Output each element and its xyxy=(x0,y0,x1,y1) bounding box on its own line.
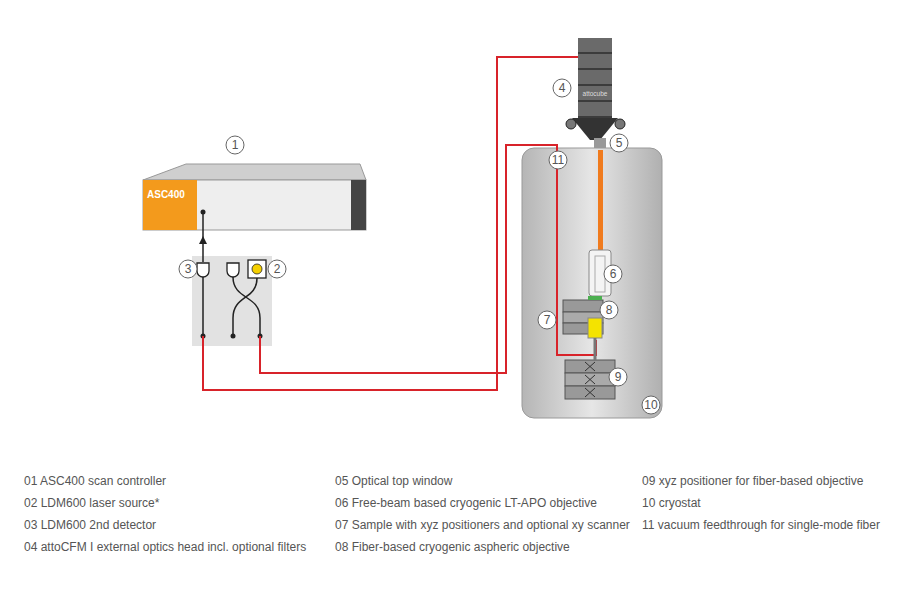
callout-circle xyxy=(179,260,197,278)
legend-item: 10 cryostat xyxy=(642,496,701,510)
top-window xyxy=(594,138,606,148)
callout-circle xyxy=(538,311,556,329)
callout-number: 8 xyxy=(600,303,618,317)
brand-text: attocube xyxy=(578,90,612,97)
objective-rod xyxy=(594,338,597,360)
callout-number: 10 xyxy=(642,398,660,412)
laser-symbol xyxy=(248,260,266,278)
rack-top xyxy=(143,164,366,180)
callout-number: 6 xyxy=(604,267,622,281)
callout-circle xyxy=(226,136,244,154)
detector-symbol xyxy=(197,263,209,277)
laser-icon xyxy=(252,264,262,274)
arrowhead xyxy=(199,236,207,244)
callout-circle xyxy=(600,301,618,319)
legend-item: 01 ASC400 scan controller xyxy=(24,474,166,488)
legend-item: 03 LDM600 2nd detector xyxy=(24,518,156,532)
legend-item: 04 attoCFM I external optics head incl. … xyxy=(24,540,306,554)
legend-item: 08 Fiber-based cryogenic aspheric object… xyxy=(335,540,570,554)
mount-knob xyxy=(615,119,625,129)
positioner-mark xyxy=(585,362,595,397)
legend-item: 02 LDM600 laser source* xyxy=(24,496,159,510)
callout-circle xyxy=(610,134,628,152)
callout-circle xyxy=(609,368,627,386)
legend-item: 06 Free-beam based cryogenic LT-APO obje… xyxy=(335,496,597,510)
callout-number: 4 xyxy=(553,81,571,95)
legend-item: 11 vacuum feedthrough for single-mode fi… xyxy=(642,518,880,532)
laser-beam xyxy=(598,150,603,250)
port-dot xyxy=(231,334,236,339)
callout-circle xyxy=(268,260,286,278)
callout-number: 9 xyxy=(609,370,627,384)
scan-controller: ASC400 xyxy=(143,180,366,230)
cryostat xyxy=(522,148,662,418)
positioner xyxy=(563,300,603,312)
sample xyxy=(588,296,602,300)
callout-number: 2 xyxy=(268,262,286,276)
callout-number: 7 xyxy=(538,313,556,327)
aspheric-objective xyxy=(588,318,602,338)
callout-number: 1 xyxy=(226,138,244,152)
head-mount xyxy=(572,118,618,140)
optics-head: attocube xyxy=(578,38,612,118)
callout-circle xyxy=(549,151,567,169)
callout-circle xyxy=(604,265,622,283)
mount-knob xyxy=(566,119,576,129)
coupler-box xyxy=(192,256,272,346)
callout-number: 5 xyxy=(610,136,628,150)
legend-item: 09 xyz positioner for fiber-based object… xyxy=(642,474,863,488)
detector-symbol xyxy=(227,263,239,277)
callout-circle xyxy=(642,396,660,414)
legend-item: 05 Optical top window xyxy=(335,474,452,488)
device-name: ASC400 xyxy=(147,189,185,200)
callout-number: 3 xyxy=(179,262,197,276)
coupler-fiber xyxy=(203,277,260,336)
callout-circle xyxy=(553,79,571,97)
callout-number: 11 xyxy=(549,153,567,167)
legend-item: 07 Sample with xyz positioners and optio… xyxy=(335,518,630,532)
rack-front xyxy=(143,180,366,230)
